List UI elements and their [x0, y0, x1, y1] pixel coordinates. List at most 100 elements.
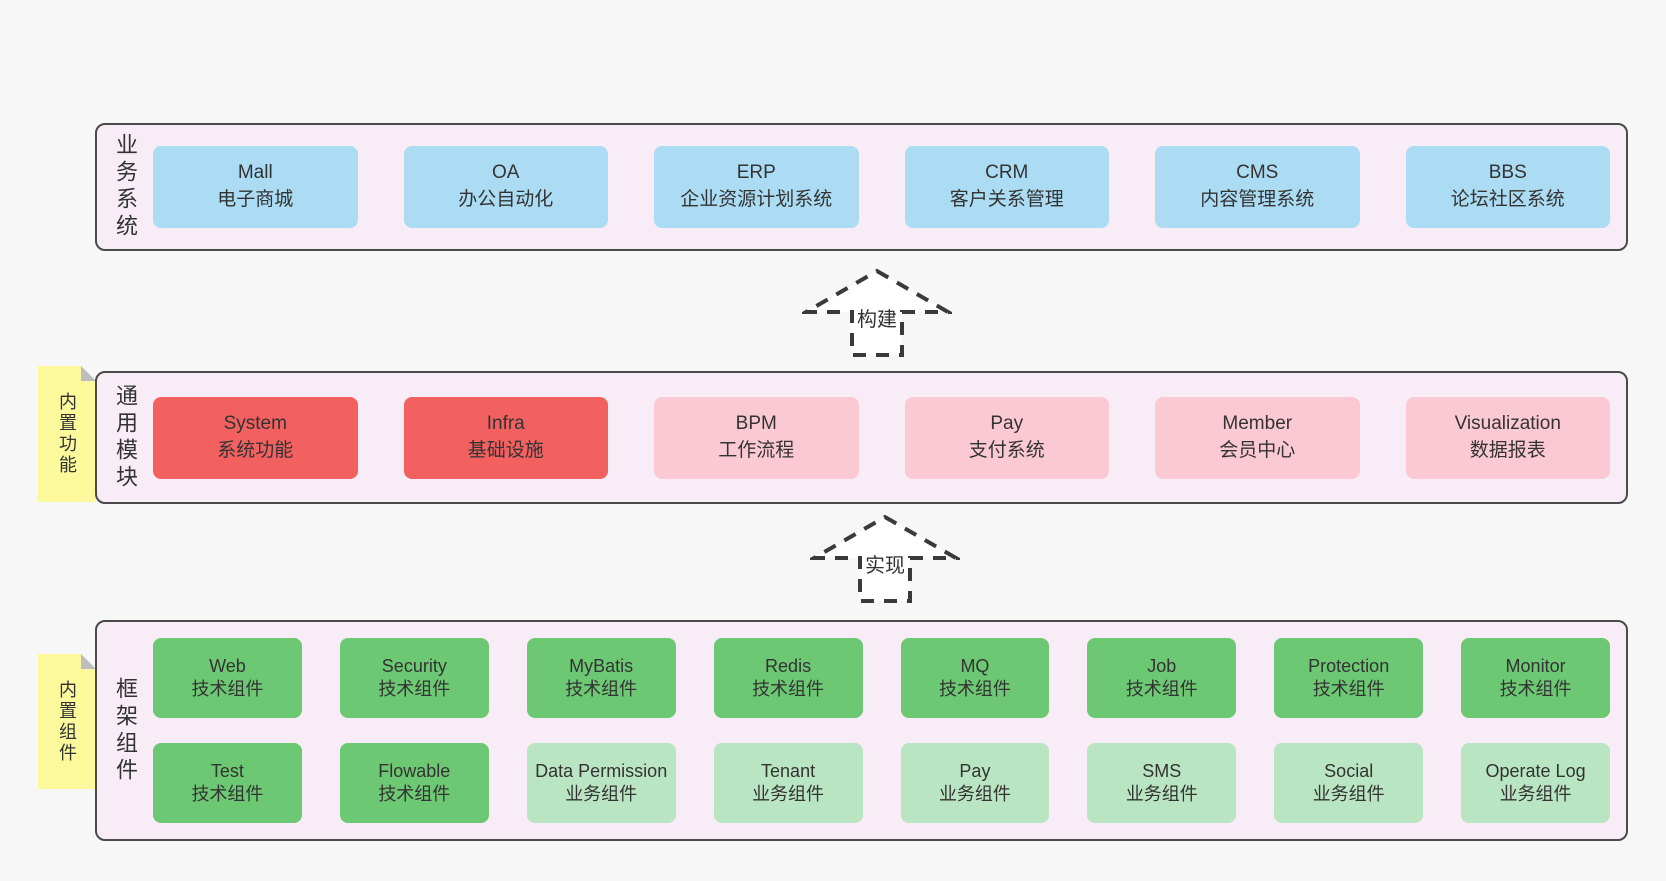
node-subtitle: 数据报表	[1469, 439, 1546, 461]
builtin-components-tab: 内置组件	[38, 654, 96, 789]
node-title: Social	[1324, 760, 1374, 781]
node-title: Test	[210, 760, 244, 781]
node-protection: Protection 技术组件	[1274, 638, 1424, 718]
node-infra: Infra 基础设施	[403, 396, 608, 479]
node-subtitle: 会员中心	[1219, 439, 1296, 461]
node-bbs: BBS 论坛社区系统	[1405, 146, 1610, 228]
node-test: Test 技术组件	[153, 743, 302, 823]
node-subtitle: 技术组件	[191, 784, 264, 804]
node-cms: CMS 内容管理系统	[1155, 146, 1360, 228]
node-title: Monitor	[1505, 655, 1566, 676]
node-subtitle: 技术组件	[378, 679, 451, 699]
implement-arrow: 实现	[810, 514, 960, 604]
node-subtitle: 技术组件	[1499, 679, 1572, 699]
build-arrow: 构建	[802, 268, 952, 358]
node-subtitle: 技术组件	[191, 679, 264, 699]
node-title: Visualization	[1454, 412, 1561, 434]
node-pay: Pay 业务组件	[900, 743, 1050, 823]
node-subtitle: 论坛社区系统	[1450, 189, 1565, 210]
node-title: Protection	[1308, 655, 1390, 676]
node-subtitle: 技术组件	[1312, 679, 1385, 699]
node-subtitle: 技术组件	[752, 679, 825, 699]
node-subtitle: 技术组件	[565, 679, 638, 699]
node-title: SMS	[1142, 760, 1182, 781]
node-data-permission: Data Permission 业务组件	[526, 743, 676, 823]
panel-label-wrap: 框架组件	[97, 622, 153, 839]
node-subtitle: 工作流程	[718, 439, 795, 461]
node-title: CMS	[1236, 162, 1279, 184]
panel-label-wrap: 通用模块	[97, 373, 153, 502]
node-subtitle: 业务组件	[1499, 784, 1572, 804]
node-title: Web	[209, 655, 246, 676]
node-subtitle: 业务组件	[752, 784, 825, 804]
node-subtitle: 基础设施	[467, 439, 544, 461]
node-title: Security	[381, 655, 447, 676]
node-mybatis: MyBatis 技术组件	[526, 638, 676, 718]
node-operate-log: Operate Log 业务组件	[1461, 743, 1610, 823]
node-title: Tenant	[761, 760, 816, 781]
node-tenant: Tenant 业务组件	[713, 743, 863, 823]
node-subtitle: 业务组件	[938, 784, 1011, 804]
node-mall: Mall 电子商城	[153, 146, 358, 228]
node-title: Mall	[237, 162, 273, 184]
framework-components-label: 框架组件	[113, 676, 138, 785]
node-subtitle: 办公自动化	[458, 189, 554, 210]
node-subtitle: 业务组件	[565, 784, 638, 804]
node-subtitle: 企业资源计划系统	[680, 189, 833, 210]
node-title: Flowable	[378, 760, 451, 781]
builtin-features-tab: 内置功能	[38, 366, 96, 502]
node-title: Member	[1222, 412, 1293, 434]
node-flowable: Flowable 技术组件	[339, 743, 489, 823]
node-subtitle: 支付系统	[968, 439, 1045, 461]
build-arrow-shape	[802, 268, 952, 357]
implement-arrow-label: 实现	[865, 554, 905, 577]
node-title: Pay	[990, 412, 1024, 434]
node-title: BBS	[1488, 162, 1527, 184]
node-mq: MQ 技术组件	[900, 638, 1050, 718]
node-title: Pay	[959, 760, 991, 781]
node-title: Infra	[486, 412, 525, 434]
builtin-components-label: 内置组件	[57, 679, 77, 764]
node-subtitle: 技术组件	[1125, 679, 1198, 699]
node-system: System 系统功能	[153, 396, 358, 479]
node-title: OA	[492, 162, 520, 184]
node-monitor: Monitor 技术组件	[1461, 638, 1610, 718]
panel-label-wrap: 业务系统	[97, 125, 153, 249]
node-subtitle: 客户关系管理	[949, 189, 1064, 210]
node-security: Security 技术组件	[339, 638, 489, 718]
node-title: Operate Log	[1485, 760, 1586, 781]
builtin-features-label: 内置功能	[57, 392, 77, 476]
node-title: ERP	[736, 162, 776, 184]
node-erp: ERP 企业资源计划系统	[654, 146, 859, 228]
node-pay: Pay 支付系统	[904, 396, 1109, 479]
common-modules-label: 通用模块	[113, 383, 138, 492]
node-subtitle: 内容管理系统	[1200, 189, 1315, 210]
node-oa: OA 办公自动化	[403, 146, 608, 228]
node-subtitle: 系统功能	[217, 439, 294, 461]
node-title: Data Permission	[535, 760, 668, 781]
node-member: Member 会员中心	[1155, 396, 1360, 479]
node-visualization: Visualization 数据报表	[1405, 396, 1610, 479]
node-subtitle: 技术组件	[938, 679, 1011, 699]
build-arrow-label: 构建	[857, 308, 897, 331]
node-title: System	[223, 412, 287, 434]
node-subtitle: 技术组件	[378, 784, 451, 804]
node-title: MQ	[960, 655, 990, 676]
node-title: MyBatis	[569, 655, 634, 676]
node-web: Web 技术组件	[153, 638, 302, 718]
folded-corner-icon	[81, 366, 96, 381]
node-subtitle: 电子商城	[217, 189, 294, 210]
